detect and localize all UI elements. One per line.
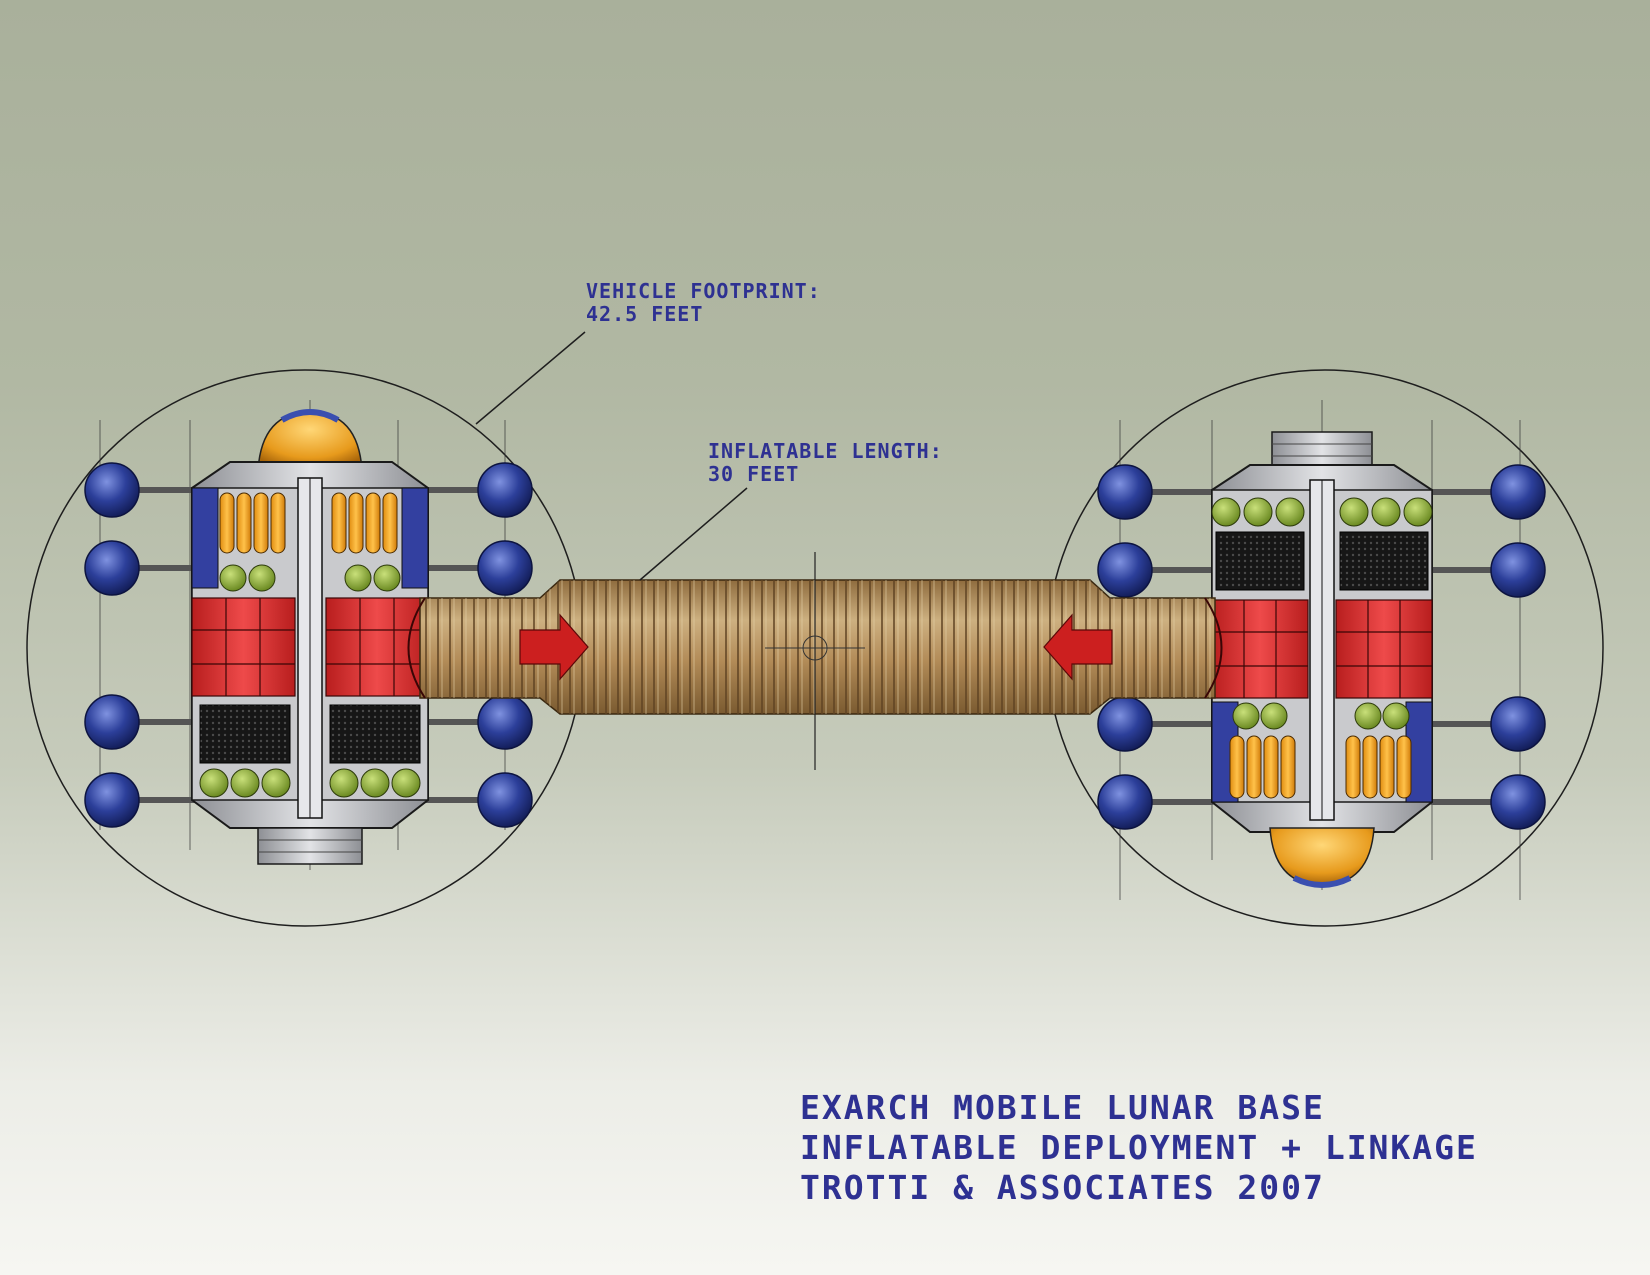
mesh-panel-left-2 (329, 704, 421, 764)
leader-line-footprint (475, 331, 586, 425)
hatch-left (257, 827, 363, 865)
title-line-2: INFLATABLE DEPLOYMENT + LINKAGE (800, 1128, 1478, 1167)
footprint-label: VEHICLE FOOTPRINT: (586, 279, 821, 303)
inflatable-tunnel (407, 552, 1223, 770)
inflatable-value: 30 FEET (708, 462, 800, 486)
red-modules-right (1211, 599, 1433, 699)
title-block: EXARCH MOBILE LUNAR BASE INFLATABLE DEPL… (800, 1088, 1478, 1208)
mesh-panel-right-1 (1215, 531, 1305, 591)
footprint-annotation: VEHICLE FOOTPRINT: 42.5 FEET (586, 280, 821, 326)
orange-tanks-right (1229, 735, 1412, 799)
green-tanks-upper-left (219, 564, 401, 592)
wheels-left (84, 462, 533, 828)
green-tanks-lower-left (199, 768, 421, 798)
arrow-left-icon (1043, 613, 1113, 681)
inflatable-annotation: INFLATABLE LENGTH: 30 FEET (708, 440, 943, 486)
wheels-right (1097, 464, 1546, 830)
vehicle-left (26, 369, 584, 927)
footprint-value: 42.5 FEET (586, 302, 704, 326)
arrow-right-icon (519, 613, 589, 681)
inflatable-label: INFLATABLE LENGTH: (708, 439, 943, 463)
mesh-panel-left-1 (199, 704, 291, 764)
leader-line-inflatable (639, 487, 748, 581)
green-tanks-lower-right (1232, 702, 1410, 730)
vehicle-right (1046, 369, 1604, 927)
mesh-panel-right-2 (1339, 531, 1429, 591)
green-tanks-upper-right (1211, 497, 1433, 527)
hatch-right (1271, 431, 1373, 469)
orange-tanks-left (219, 492, 398, 554)
title-line-3: TROTTI & ASSOCIATES 2007 (800, 1168, 1325, 1207)
red-modules-left (191, 597, 429, 697)
dome-right (1269, 827, 1375, 886)
title-line-1: EXARCH MOBILE LUNAR BASE (800, 1088, 1325, 1127)
